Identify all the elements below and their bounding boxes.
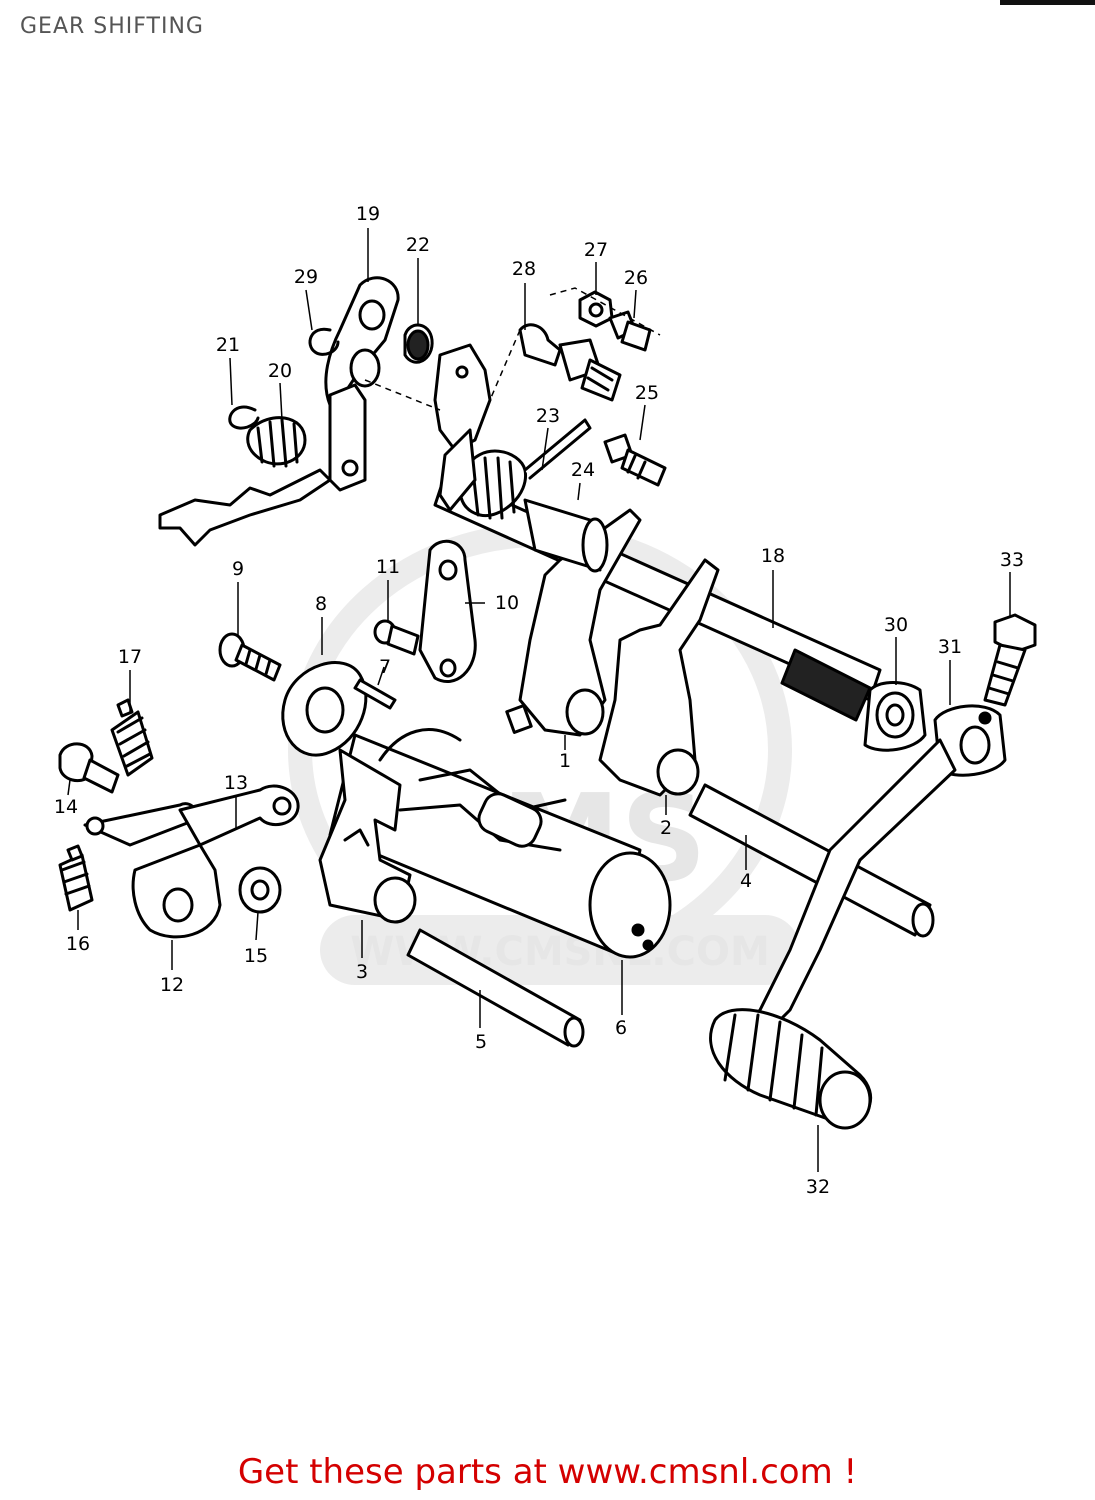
shaft-bracket: [433, 343, 492, 512]
spring-20: [246, 416, 307, 468]
callout-21: 21: [215, 334, 241, 356]
top-rule: [1000, 0, 1095, 5]
callout-32: 32: [805, 1176, 831, 1198]
callout-1: 1: [558, 750, 572, 772]
washer-15: [238, 866, 282, 914]
screw-26: [608, 310, 652, 352]
callout-15: 15: [243, 945, 269, 967]
shift-drum: [328, 728, 672, 959]
callout-14: 14: [53, 796, 79, 818]
cam-plate-8: [281, 661, 368, 757]
callout-23: 23: [535, 405, 561, 427]
callout-16: 16: [65, 933, 91, 955]
callout-10: 10: [494, 592, 520, 614]
callout-9: 9: [231, 558, 245, 580]
callout-2: 2: [659, 817, 673, 839]
callout-20: 20: [267, 360, 293, 382]
gearshift-lever-31: [738, 704, 1007, 1042]
stud-28: [518, 323, 622, 402]
screw-25: [603, 433, 667, 487]
nut-27: [578, 290, 614, 328]
shift-linkage: [158, 468, 332, 547]
callout-8: 8: [314, 593, 328, 615]
leader-lines: [67, 228, 1011, 1172]
callout-7: 7: [378, 656, 392, 678]
spring-16: [58, 844, 94, 912]
clip-29: [308, 327, 340, 356]
bolt-33: [983, 613, 1037, 707]
clip-21: [228, 405, 260, 430]
rod: [406, 928, 585, 1048]
page-title: GEAR SHIFTING: [20, 14, 204, 39]
screw-11: [373, 619, 420, 656]
callout-22: 22: [405, 234, 431, 256]
screw-9: [218, 632, 282, 682]
callout-12: 12: [159, 974, 185, 996]
callout-27: 27: [583, 239, 609, 261]
callout-3: 3: [355, 961, 369, 983]
callout-29: 29: [293, 266, 319, 288]
dashed-guides: [364, 287, 661, 411]
footer-link[interactable]: Get these parts at www.cmsnl.com !: [237, 1452, 858, 1492]
stopper-arm-13: [83, 784, 300, 847]
plate-10: [418, 539, 477, 684]
oil-seal-30: [863, 681, 927, 752]
callout-13: 13: [223, 772, 249, 794]
callout-4: 4: [739, 870, 753, 892]
callout-33: 33: [999, 549, 1025, 571]
bolt-14: [58, 742, 120, 794]
callout-28: 28: [511, 258, 537, 280]
stopper-plate-12: [131, 843, 222, 939]
callout-11: 11: [375, 556, 401, 578]
collar: [523, 498, 609, 573]
bushing-22: [403, 323, 434, 364]
callout-19: 19: [355, 203, 381, 225]
shift-fork-1: [505, 508, 642, 737]
callout-24: 24: [570, 459, 596, 481]
callout-26: 26: [623, 267, 649, 289]
callout-17: 17: [117, 646, 143, 668]
callout-6: 6: [614, 1017, 628, 1039]
callout-25: 25: [634, 382, 660, 404]
shift-arm-plate: [324, 276, 400, 492]
pedal-rubber-32: [709, 1008, 873, 1130]
callout-5: 5: [474, 1031, 488, 1053]
callout-30: 30: [883, 614, 909, 636]
callout-18: 18: [760, 545, 786, 567]
shift-fork-3: [318, 748, 417, 924]
callout-31: 31: [937, 636, 963, 658]
shift-fork-2: [598, 558, 720, 797]
pin-7: [353, 678, 397, 710]
spring-17: [110, 698, 154, 777]
return-spring: [458, 418, 592, 520]
